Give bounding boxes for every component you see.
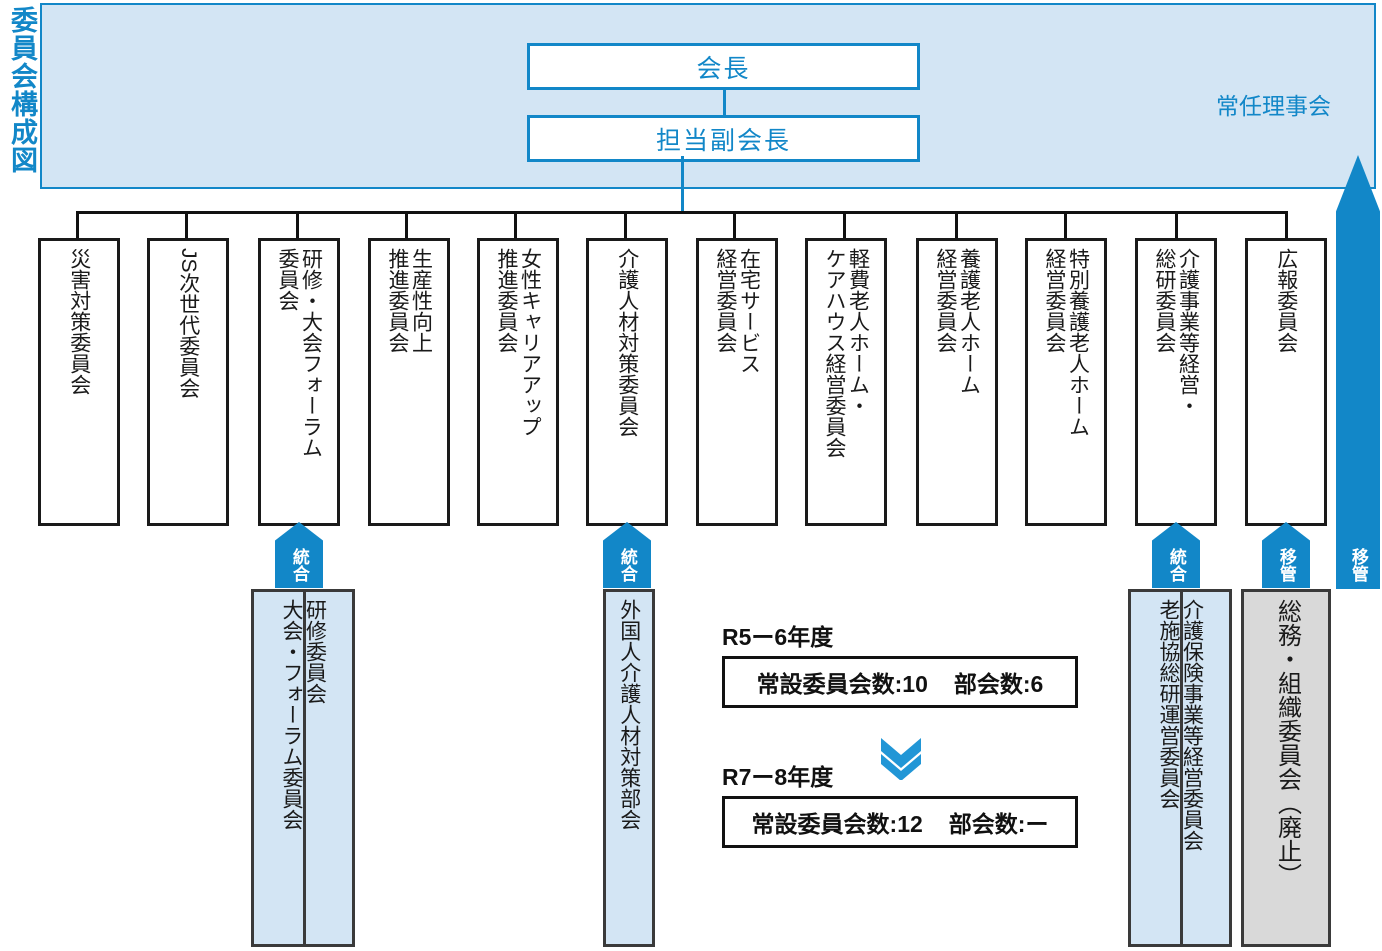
committee-label-2: 経営委員会 — [934, 248, 957, 353]
standing-board-label: 常任理事会 — [1216, 93, 1331, 119]
sub-box-soumu-abolished[interactable]: 総務・組織委員会（廃止） — [1241, 589, 1331, 947]
tree-drop-3 — [296, 211, 299, 239]
sub-box-label-2: 大会・フォーラム委員会 — [280, 599, 303, 830]
merge-badge-label: 統合 — [617, 548, 637, 582]
committee-box-josei-career[interactable]: 女性キャリアアップ 推進委員会 — [477, 238, 559, 526]
committee-label-2: ケアハウス経営委員会 — [823, 248, 846, 458]
merge-badge-label: 統合 — [289, 548, 309, 582]
committee-label: 広報委員会 — [1274, 248, 1298, 353]
transfer-arrow-label: 移管 — [1348, 548, 1368, 582]
committee-box-js[interactable]: JS次世代委員会 — [147, 238, 229, 526]
merge-badge-kenshu: 統合 — [275, 522, 323, 588]
committee-label-2: 経営委員会 — [714, 248, 737, 353]
committee-box-kouhou[interactable]: 広報委員会 — [1245, 238, 1327, 526]
sub-box-divider — [303, 589, 306, 947]
committee-label: 女性キャリアアップ — [518, 248, 542, 437]
committee-label: 介護人材対策委員会 — [615, 248, 639, 437]
sub-box-divider — [1180, 589, 1183, 947]
tree-drop-11 — [1175, 211, 1178, 239]
summary-before-label: R5ー6年度 — [722, 624, 834, 650]
committee-label: 在宅サービス — [737, 248, 761, 374]
vice-chair-drop-line — [681, 156, 684, 214]
summary-after-label: R7ー8年度 — [722, 764, 834, 790]
sub-box-label: 外国人介護人材対策部会 — [617, 599, 641, 830]
committee-box-tokuyo[interactable]: 特別養護老人ホーム 経営委員会 — [1025, 238, 1107, 526]
committee-label-2: 経営委員会 — [1043, 248, 1066, 353]
vice-chair-box: 担当副会長 — [527, 115, 920, 162]
sub-box-label: 総務・組織委員会（廃止） — [1273, 599, 1301, 887]
merge-badge-soken: 統合 — [1152, 522, 1200, 588]
merge-badge-label: 統合 — [1166, 548, 1186, 582]
chair-vice-connector — [723, 89, 726, 117]
summary-after-committees: 常設委員会数:12 — [751, 811, 923, 837]
committee-box-kaigo-jigyo-soken[interactable]: 介護事業等経営・ 総研委員会 — [1135, 238, 1217, 526]
committee-label: JS次世代委員会 — [176, 248, 200, 399]
committee-label: 養護老人ホーム — [957, 248, 981, 395]
tree-drop-5 — [514, 211, 517, 239]
committee-label-2: 委員会 — [276, 248, 299, 311]
committee-label-2: 推進委員会 — [495, 248, 518, 353]
committee-label-2: 総研委員会 — [1153, 248, 1176, 353]
summary-after-box: 常設委員会数:12 部会数:ー — [722, 796, 1078, 848]
committee-box-kaigo-jinzai[interactable]: 介護人材対策委員会 — [586, 238, 668, 526]
sub-box-label-2: 老施協総研運営委員会 — [1157, 599, 1180, 809]
tree-drop-1 — [76, 211, 79, 239]
tree-drop-7 — [733, 211, 736, 239]
standing-board-panel: 常任理事会 会長 担当副会長 — [40, 3, 1376, 189]
tree-drop-4 — [405, 211, 408, 239]
tree-drop-2 — [185, 211, 188, 239]
tree-drop-8 — [843, 211, 846, 239]
committee-box-saigai[interactable]: 災害対策委員会 — [38, 238, 120, 526]
tree-horizontal-bar — [76, 211, 1286, 214]
transfer-badge-label: 移管 — [1276, 548, 1296, 582]
sub-box-label: 研修委員会 — [303, 599, 327, 704]
summary-before-committees: 常設委員会数:10 — [756, 671, 928, 697]
sub-box-label: 介護保険事業等経営委員会 — [1180, 599, 1204, 851]
committee-label: 研修・大会フォーラム — [299, 248, 323, 458]
committee-box-zaitaku[interactable]: 在宅サービス 経営委員会 — [696, 238, 778, 526]
merge-badge-kaigo-jinzai: 統合 — [603, 522, 651, 588]
summary-after-sections: 部会数:ー — [948, 811, 1049, 837]
tree-drop-10 — [1064, 211, 1067, 239]
tree-drop-6 — [624, 211, 627, 239]
committee-label: 軽費老人ホーム・ — [846, 248, 870, 416]
sub-box-gaikokujin[interactable]: 外国人介護人材対策部会 — [603, 589, 655, 947]
transfer-badge-soumu: 移管 — [1262, 522, 1310, 588]
committee-label-2: 推進委員会 — [386, 248, 409, 353]
page-title: 委員会構成図 — [7, 6, 37, 174]
tree-drop-9 — [955, 211, 958, 239]
committee-box-keihi-carehouse[interactable]: 軽費老人ホーム・ ケアハウス経営委員会 — [805, 238, 887, 526]
committee-label: 災害対策委員会 — [67, 248, 91, 395]
summary-before-box: 常設委員会数:10 部会数:6 — [722, 656, 1078, 708]
committee-box-seisansei[interactable]: 生産性向上 推進委員会 — [368, 238, 450, 526]
committee-label: 生産性向上 — [409, 248, 433, 353]
committee-box-kenshu-taikai[interactable]: 研修・大会フォーラム 委員会 — [258, 238, 340, 526]
double-chevron-down-icon — [878, 734, 924, 781]
committee-box-yogo[interactable]: 養護老人ホーム 経営委員会 — [916, 238, 998, 526]
summary-before-sections: 部会数:6 — [953, 671, 1044, 697]
chair-box: 会長 — [527, 43, 920, 90]
tree-drop-12 — [1285, 211, 1288, 239]
committee-label: 特別養護老人ホーム — [1066, 248, 1090, 437]
committee-label: 介護事業等経営・ — [1176, 248, 1200, 416]
transfer-arrow-tall: 移管 — [1336, 155, 1380, 589]
